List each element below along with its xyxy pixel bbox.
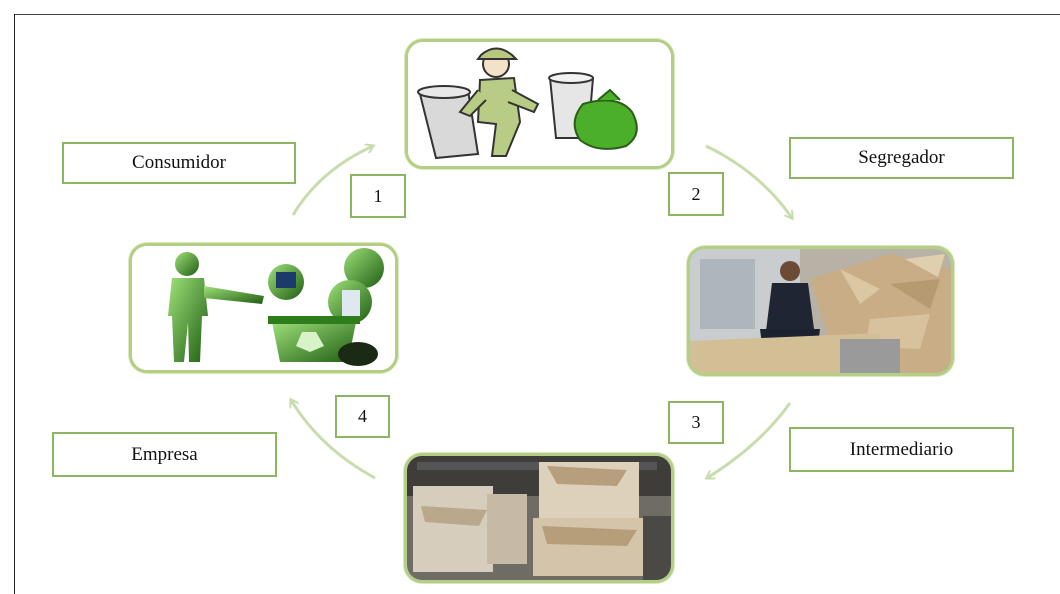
step-number-3: 3 — [668, 401, 724, 444]
step-number-4: 4 — [335, 395, 390, 438]
sorting-photo-illustration — [690, 249, 951, 373]
recycler-worker-illustration — [408, 42, 671, 166]
card-recycler-worker — [405, 39, 674, 169]
label-intermediario: Intermediario — [789, 427, 1014, 472]
card-consumer-recycling — [129, 243, 398, 373]
frame-left-line — [14, 14, 15, 594]
consumer-recycling-illustration — [132, 246, 395, 370]
label-consumidor: Consumidor — [62, 142, 296, 184]
card-bales-photo — [404, 453, 674, 583]
card-sorting-photo — [687, 246, 954, 376]
label-segregador: Segregador — [789, 137, 1014, 179]
bales-photo-illustration — [407, 456, 671, 580]
frame-top-line — [14, 14, 1060, 15]
label-empresa: Empresa — [52, 432, 277, 477]
step-number-1: 1 — [350, 174, 406, 218]
step-number-2: 2 — [668, 172, 724, 216]
